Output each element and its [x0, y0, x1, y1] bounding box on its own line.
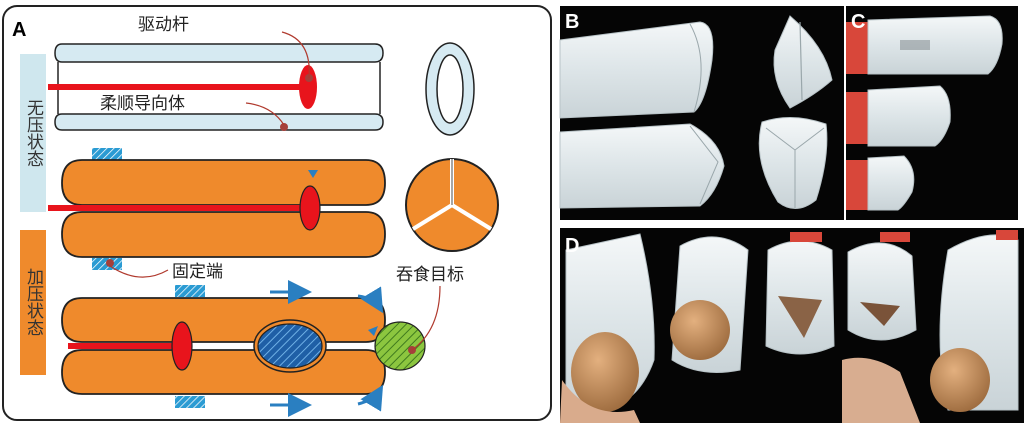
panel-a-label: A [12, 19, 26, 41]
panel-b: B [559, 6, 844, 220]
fixed-end-row3-bottom [175, 396, 205, 408]
flow-arrows [270, 280, 384, 417]
leader-guide-body [245, 102, 285, 126]
state-label-pressurized: 加压状态 [20, 230, 46, 375]
tube-cross-section-ring [425, 42, 475, 136]
target-object [374, 321, 426, 371]
pressurized-body-row2 [48, 159, 386, 258]
panel-d-label: D [565, 235, 579, 257]
pressurized-cross-section [405, 158, 499, 252]
fixed-end-row2-top [92, 148, 122, 160]
panel-b-label: B [565, 11, 579, 33]
panel-c: C [846, 6, 1018, 220]
state-label-unpressurized-text: 无压状态 [23, 99, 44, 167]
leader-fixed-end [109, 265, 169, 278]
annotation-guide-body: 柔顺导向体 [100, 94, 185, 114]
panel-c-label: C [851, 11, 865, 33]
leader-drive-rod [281, 31, 310, 79]
rod-tip-row3 [171, 321, 193, 371]
panel-d: D [560, 228, 1024, 423]
rod-tip-row2 [299, 185, 321, 231]
unpressurized-tube [48, 43, 384, 131]
panel-a: A 无压状态 加压状态 驱动杆 柔顺导向体 [2, 5, 552, 421]
state-label-pressurized-text: 加压状态 [23, 268, 44, 336]
annotation-fixed-end: 固定端 [172, 262, 223, 282]
annotation-target: 吞食目标 [396, 265, 464, 285]
state-label-unpressurized: 无压状态 [20, 54, 46, 212]
rod-tip-row1 [299, 65, 317, 109]
swallowed-object [257, 323, 323, 369]
fixed-end-row3-top [175, 285, 205, 297]
leader-target [411, 285, 441, 351]
annotation-drive-rod: 驱动杆 [138, 15, 189, 35]
pressurized-body-row3 [61, 297, 386, 395]
